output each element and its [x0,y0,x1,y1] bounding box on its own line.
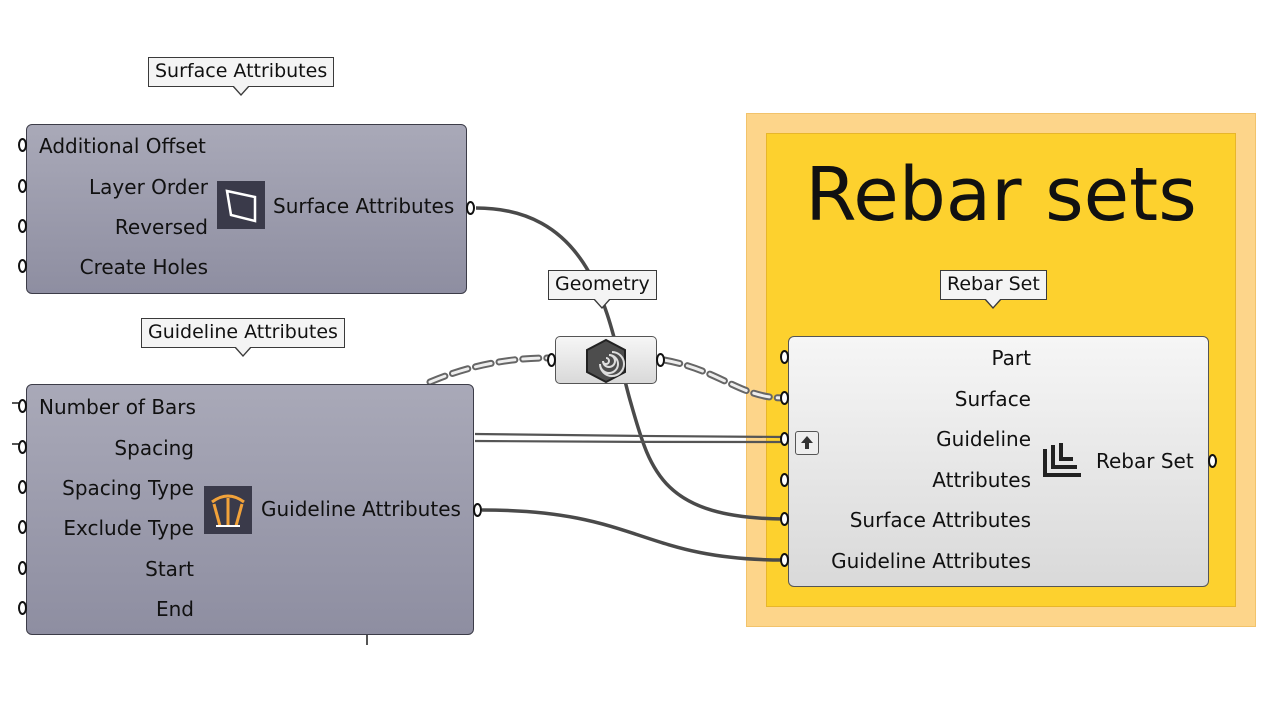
wire-stub-bottom [366,635,368,645]
input-guideline: Guideline [936,427,1031,451]
upload-arrow-icon[interactable] [795,431,819,455]
rebar-set-tag: Rebar Set [940,270,1047,309]
input-attributes: Attributes [932,468,1031,492]
input-spacing: Spacing [114,436,194,460]
port-additional-offset[interactable] [18,138,27,152]
port-spacing-type[interactable] [18,480,27,494]
port-surface-attributes-in[interactable] [780,512,789,526]
input-create-holes: Create Holes [79,255,208,279]
port-number-of-bars[interactable] [18,399,27,413]
guideline-attributes-tag: Guideline Attributes [141,318,345,357]
wire-stub-left [12,402,20,404]
wire-geometry-in-core [428,356,550,384]
port-part[interactable] [780,350,789,364]
geometry-tag: Geometry [548,270,657,309]
port-geometry-in[interactable] [547,353,556,367]
port-geometry-out[interactable] [656,353,665,367]
output-guideline-attributes: Guideline Attributes [261,497,461,521]
output-surface-attributes: Surface Attributes [273,194,455,218]
group-title: Rebar sets [805,152,1197,238]
rebar-layers-icon [1041,441,1085,481]
surface-parallelogram-icon [217,181,265,229]
wire-guideline-attributes [481,508,785,562]
geometry-param[interactable] [555,336,657,384]
input-layer-order: Layer Order [89,175,208,199]
input-number-of-bars: Number of Bars [39,395,196,419]
input-exclude-type: Exclude Type [63,516,194,540]
input-guideline-attributes: Guideline Attributes [831,549,1031,573]
port-end[interactable] [18,601,27,615]
port-start[interactable] [18,561,27,575]
surface-attributes-tag-label: Surface Attributes [155,60,328,82]
input-part: Part [991,346,1031,370]
port-rebar-set-out[interactable] [1208,454,1217,468]
port-create-holes[interactable] [18,259,27,273]
wire-guideline-double-a [474,432,785,439]
port-guideline-attributes-in[interactable] [780,553,789,567]
port-layer-order[interactable] [18,179,27,193]
geometry-hex-spiral-icon [583,338,629,384]
rebar-set-tag-label: Rebar Set [947,273,1040,295]
port-exclude-type[interactable] [18,520,27,534]
input-start: Start [145,557,194,581]
input-surface: Surface [954,387,1031,411]
input-end: End [155,597,194,621]
output-rebar-set: Rebar Set [1096,449,1194,473]
input-spacing-type: Spacing Type [62,476,194,500]
port-spacing[interactable] [18,440,27,454]
geometry-tag-label: Geometry [555,273,650,295]
surface-attributes-component[interactable]: Additional Offset Layer Order Reversed C… [26,124,467,294]
wire-stub-left-2 [12,443,20,445]
input-surface-attributes: Surface Attributes [849,508,1031,532]
input-additional-offset: Additional Offset [39,134,206,158]
rebar-set-component[interactable]: Part Surface Guideline Attributes Surfac… [788,336,1209,587]
wire-geometry-in [426,354,552,386]
guideline-attributes-tag-label: Guideline Attributes [148,321,338,343]
port-surface[interactable] [780,391,789,405]
port-guideline-attributes-out[interactable] [473,503,482,517]
port-reversed[interactable] [18,219,27,233]
surface-attributes-tag: Surface Attributes [148,57,335,96]
port-guideline[interactable] [780,432,789,446]
guideline-attributes-component[interactable]: Number of Bars Spacing Spacing Type Excl… [26,384,474,635]
port-attributes[interactable] [780,473,789,487]
wire-guideline-double-b [474,439,785,444]
port-surface-attributes-out[interactable] [466,201,475,215]
input-reversed: Reversed [114,215,208,239]
guideline-arc-icon [204,486,252,534]
